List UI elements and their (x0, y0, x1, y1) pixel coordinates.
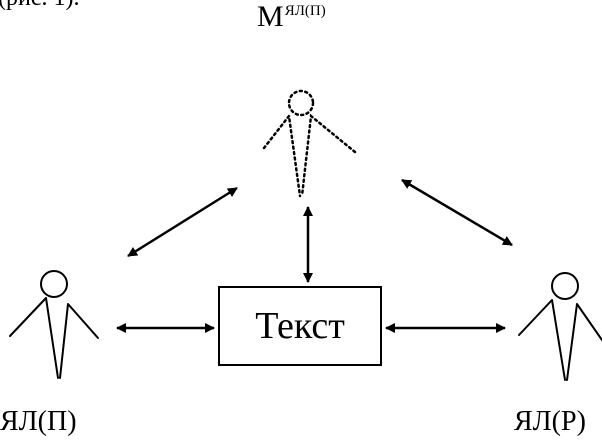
mediator-label-main: М (257, 0, 284, 33)
mediator-left-arm (262, 112, 302, 198)
text-box: Текст (218, 286, 382, 366)
arrow-mediator-to-right-person (401, 178, 513, 247)
right-person-head (551, 272, 579, 300)
mediator-label: МЯЛ(П) (257, 2, 326, 32)
mediator-right-arm (300, 113, 357, 198)
right-person-left-arm (518, 299, 566, 381)
right-person-right-arm (566, 303, 602, 381)
text-box-label: Текст (255, 305, 345, 347)
mediator-figure-icon (262, 89, 357, 198)
arrow-left-person-to-mediator (127, 186, 238, 258)
caption-fragment: (рис. 1). (0, 0, 79, 10)
left-person-label: ЯЛ(П) (0, 406, 77, 437)
left-person-left-arm (9, 297, 59, 379)
left-person-head (40, 270, 68, 298)
left-person-right-arm (59, 303, 99, 379)
left-person-icon (9, 270, 99, 379)
mediator-head (287, 89, 315, 117)
right-person-icon (518, 272, 602, 381)
right-person-label: ЯЛ(Р) (514, 406, 586, 437)
mediator-label-superscript: ЯЛ(П) (284, 3, 326, 19)
